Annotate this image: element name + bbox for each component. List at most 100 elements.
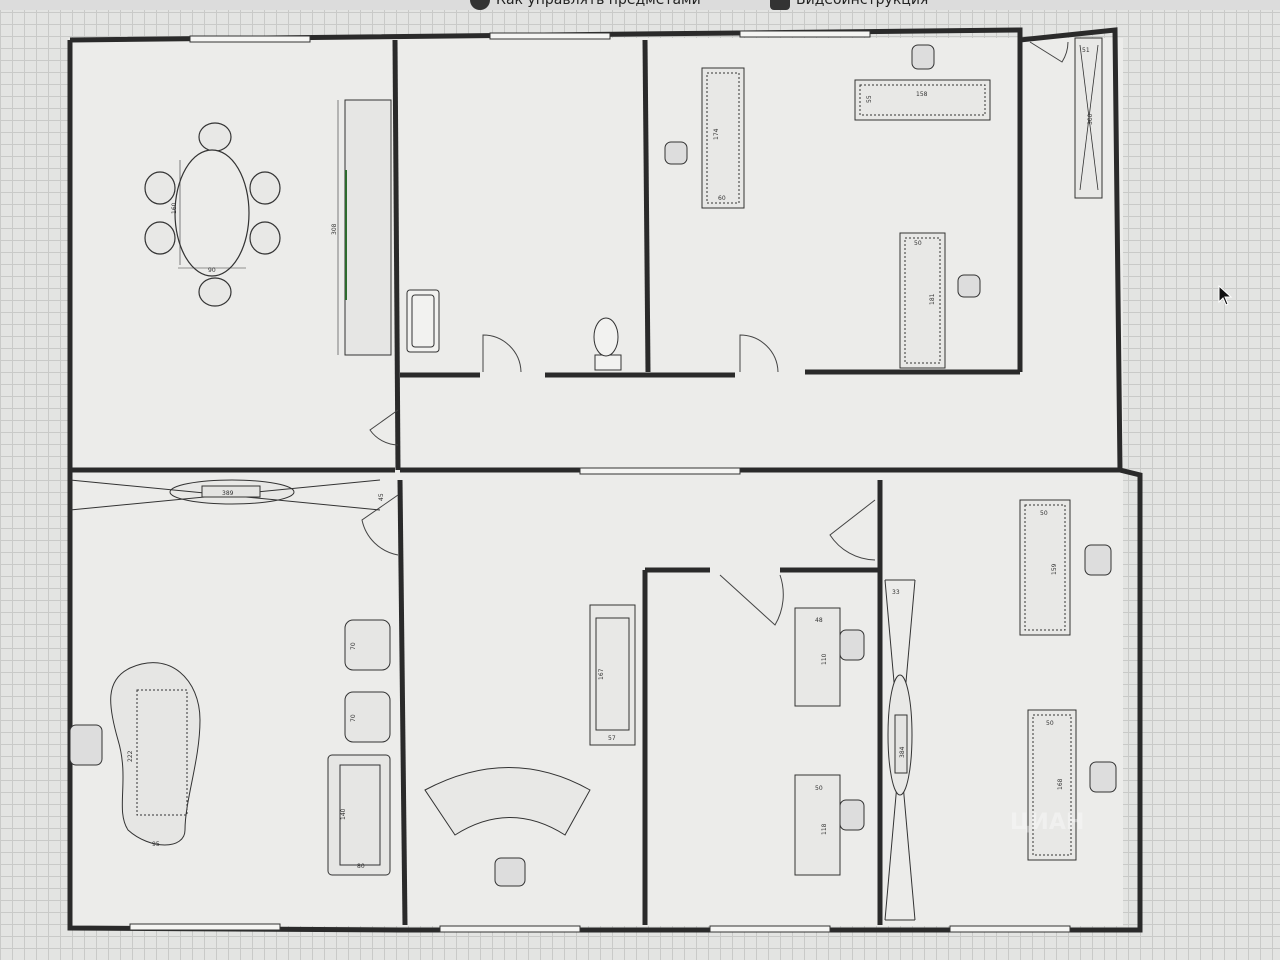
- dim-label: 222: [127, 750, 134, 762]
- office-bottom-right: [1019, 499, 1117, 861]
- desk[interactable]: [1027, 709, 1077, 861]
- dim-label: 174: [713, 128, 720, 140]
- dim-label: 110: [821, 653, 828, 665]
- window: [739, 30, 871, 38]
- dim-label: 159: [1051, 563, 1058, 575]
- mouse-cursor-icon: [1218, 285, 1233, 306]
- dim-label: 168: [1057, 778, 1064, 790]
- app-toolbar: Как управлять предметами Видеоинструкция: [0, 0, 1280, 10]
- window: [439, 925, 581, 933]
- dim-label: 51: [1082, 47, 1090, 54]
- dim-label: 95: [152, 841, 160, 848]
- dim-label: 167: [598, 668, 605, 680]
- armchair[interactable]: [344, 691, 391, 743]
- desk[interactable]: [794, 607, 841, 707]
- video-instruction-link[interactable]: Видеоинструкция: [770, 0, 929, 10]
- desk[interactable]: [899, 232, 946, 369]
- dim-label: 70: [350, 714, 357, 722]
- sofa[interactable]: [327, 754, 391, 876]
- dim-label: 90: [208, 267, 216, 274]
- office-chair[interactable]: [664, 141, 688, 165]
- office-chair[interactable]: [839, 629, 865, 661]
- chair[interactable]: [198, 277, 232, 307]
- toilet-tank[interactable]: [594, 354, 622, 371]
- dim-label: 118: [821, 823, 828, 835]
- door-wc: [482, 334, 522, 373]
- video-label: Видеоинструкция: [796, 0, 929, 8]
- door-office-top: [739, 334, 779, 373]
- dim-label: 160: [171, 202, 178, 214]
- howto-label: Как управлять предметами: [496, 0, 701, 8]
- dim-label: 33: [892, 589, 900, 596]
- dim-label: 80: [357, 863, 365, 870]
- dim-label: 48: [815, 617, 823, 624]
- window: [709, 925, 831, 933]
- reception-desk[interactable]: [589, 604, 636, 746]
- wall-cabinet[interactable]: [337, 99, 392, 356]
- windows: [129, 30, 1071, 933]
- door-corridor: [1029, 41, 1069, 63]
- chair[interactable]: [198, 122, 232, 152]
- office-chair[interactable]: [911, 44, 935, 70]
- dim-label: 55: [866, 95, 873, 103]
- window: [129, 923, 281, 931]
- desk[interactable]: [1019, 499, 1071, 636]
- chair[interactable]: [249, 221, 281, 255]
- office-bottom-middle: [794, 607, 865, 876]
- dim-label: 50: [1046, 720, 1054, 727]
- office-chair[interactable]: [839, 799, 865, 831]
- reception-counter[interactable]: [424, 767, 591, 836]
- dim-label: 50: [815, 785, 823, 792]
- doors: [361, 41, 1069, 626]
- desk[interactable]: [701, 67, 745, 209]
- toilet[interactable]: [593, 317, 619, 357]
- dim-label: 384: [899, 746, 906, 758]
- window: [579, 467, 741, 475]
- office-bottom-left: [69, 619, 391, 876]
- office-chair[interactable]: [957, 274, 981, 298]
- office-chairs: [664, 44, 981, 298]
- dim-label: 50: [1040, 510, 1048, 517]
- window: [489, 32, 611, 40]
- dim-label: 308: [331, 223, 338, 235]
- door-office-mid: [719, 574, 784, 626]
- chair[interactable]: [144, 221, 176, 255]
- dim-label: 60: [718, 195, 726, 202]
- wardrobe[interactable]: [1074, 37, 1103, 199]
- office-chair[interactable]: [1089, 761, 1117, 793]
- glass-partition-left[interactable]: [69, 479, 381, 511]
- dim-label: 57: [608, 735, 616, 742]
- dim-label: 70: [350, 642, 357, 650]
- dim-label: 140: [340, 808, 347, 820]
- desk[interactable]: [794, 774, 841, 876]
- chair[interactable]: [144, 171, 176, 205]
- desk[interactable]: [854, 79, 991, 121]
- watermark: ЦИАН: [1010, 810, 1085, 835]
- reception: [424, 604, 636, 887]
- meeting-table[interactable]: [174, 149, 250, 277]
- dim-label: 45: [378, 493, 385, 501]
- chair[interactable]: [249, 171, 281, 205]
- armchair[interactable]: [344, 619, 391, 671]
- office-top-right: [701, 37, 1103, 369]
- dim-label: 50: [914, 240, 922, 247]
- glass-partition-right[interactable]: [884, 579, 916, 921]
- howto-link[interactable]: Как управлять предметами: [470, 0, 701, 10]
- dim-label: 300: [1087, 113, 1094, 125]
- info-icon: [470, 0, 490, 10]
- meeting-room: [144, 122, 281, 307]
- door-reception: [829, 499, 876, 561]
- dim-label: 181: [929, 293, 936, 305]
- boss-desk[interactable]: [110, 662, 201, 846]
- dim-label: 158: [916, 91, 928, 98]
- office-chair[interactable]: [69, 724, 103, 766]
- window: [949, 925, 1071, 933]
- window: [189, 35, 311, 43]
- door-left-room: [369, 409, 399, 446]
- dim-label: 389: [222, 490, 234, 497]
- door-office-left: [361, 494, 399, 556]
- video-play-icon: [770, 0, 790, 10]
- office-chair[interactable]: [1084, 544, 1112, 576]
- office-chair[interactable]: [494, 857, 526, 887]
